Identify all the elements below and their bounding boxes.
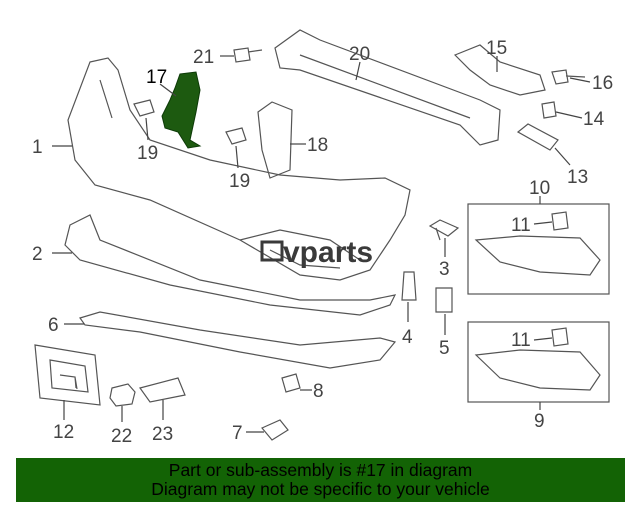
callout-21: 21 <box>193 47 214 68</box>
license-bracket-part[interactable] <box>34 344 101 406</box>
clip-19a-part[interactable] <box>133 99 155 117</box>
clip-8-part[interactable] <box>281 373 301 393</box>
callout-9: 9 <box>534 411 545 432</box>
callout-12: 12 <box>53 422 74 443</box>
garnish-strip-part[interactable] <box>79 311 397 369</box>
banner-line-1: Part or sub-assembly is #17 in diagram <box>168 460 473 480</box>
logo-text: vparts <box>283 236 373 269</box>
fog-garnish-part-9[interactable] <box>474 349 601 391</box>
callout-19a: 19 <box>137 143 158 164</box>
callout-17: 17 <box>146 67 167 88</box>
callout-13: 13 <box>567 167 588 188</box>
clip-14-part[interactable] <box>541 101 557 119</box>
vparts-logo: vparts <box>260 236 373 269</box>
callout-7: 7 <box>232 423 243 444</box>
sensor-part[interactable] <box>109 383 136 407</box>
callout-5: 5 <box>439 338 450 359</box>
side-bracket-part[interactable] <box>453 44 546 96</box>
callout-4: 4 <box>402 327 413 348</box>
fog-garnish-box-9 <box>467 321 610 403</box>
bolt-21-part[interactable] <box>233 47 263 63</box>
screw-3-part[interactable] <box>428 219 460 241</box>
info-banner: Part or sub-assembly is #17 in diagram D… <box>16 458 625 502</box>
absorber-part[interactable] <box>274 29 501 146</box>
banner-line-2: Diagram may not be specific to your vehi… <box>151 479 490 499</box>
screw-7-part[interactable] <box>261 419 289 441</box>
callout-22: 22 <box>111 426 132 447</box>
callout-19b: 19 <box>229 171 250 192</box>
bracket-18-part[interactable] <box>257 101 293 179</box>
callout-15: 15 <box>486 38 507 59</box>
fog-garnish-part-10[interactable] <box>474 235 601 276</box>
bumper-cover-part[interactable] <box>67 57 411 281</box>
clip-4-part[interactable] <box>401 271 417 301</box>
clip-19b-part[interactable] <box>225 127 247 145</box>
lower-spoiler-part[interactable] <box>64 214 397 316</box>
highlighted-part-17[interactable] <box>161 71 202 149</box>
callout-14: 14 <box>583 109 605 130</box>
sensor-bracket-part[interactable] <box>139 377 186 403</box>
clip-11a-part[interactable] <box>551 211 569 231</box>
callout-3: 3 <box>439 259 450 280</box>
callout-16: 16 <box>592 73 613 94</box>
callout-6: 6 <box>48 315 59 336</box>
callout-20: 20 <box>349 44 370 65</box>
callout-1: 1 <box>32 137 43 158</box>
clip-11b-part[interactable] <box>551 327 569 347</box>
callout-8: 8 <box>313 381 324 402</box>
callout-10: 10 <box>529 178 550 199</box>
bolt-16-part[interactable] <box>551 69 586 85</box>
leader-lines <box>52 55 591 433</box>
callout-11a: 11 <box>511 215 531 236</box>
fog-garnish-box-10 <box>467 203 610 295</box>
spacer-13-part[interactable] <box>516 123 559 151</box>
callout-2: 2 <box>32 244 43 265</box>
clip-5-part[interactable] <box>435 287 453 313</box>
callout-11b: 11 <box>511 330 531 351</box>
callout-23: 23 <box>152 424 173 445</box>
callout-18: 18 <box>307 135 328 156</box>
